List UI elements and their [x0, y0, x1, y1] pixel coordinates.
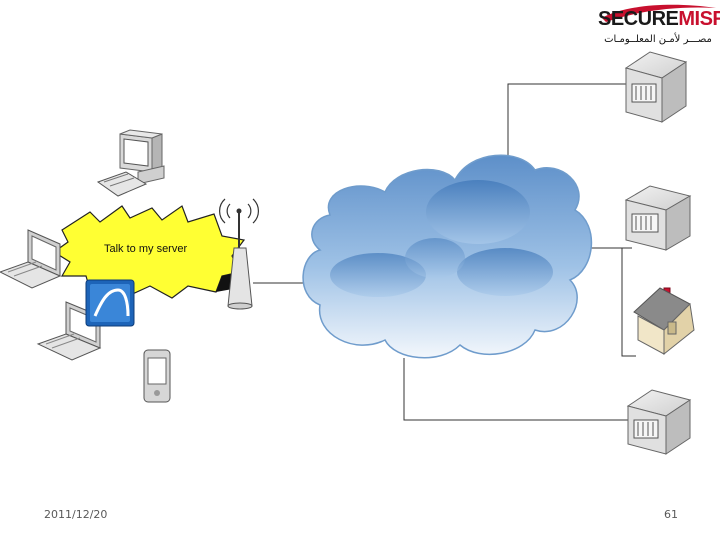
house-icon: [633, 287, 695, 356]
wifi-access-point-icon: [219, 198, 259, 310]
server-icon: [624, 51, 688, 123]
server-icon: [626, 389, 692, 455]
logo-swoosh: [602, 4, 716, 23]
callout-text: Talk to my server: [104, 243, 187, 255]
logo: SECUREMISR مصـــر لأمـن المعلــومـات: [598, 6, 720, 52]
logo-brand: SECUREMISR: [598, 8, 720, 31]
logo-tagline: مصـــر لأمـن المعلــومـات: [604, 34, 712, 45]
internet-cloud-icon: [302, 154, 593, 359]
page-number: 61: [664, 508, 678, 521]
wireshark-fin-icon: [85, 279, 135, 327]
logo-brand-part1: SECURE: [598, 8, 679, 30]
server-icon: [624, 185, 692, 251]
logo-brand-part2: MISR: [678, 8, 720, 30]
pda-icon: [143, 349, 171, 403]
footer-date: 2011/12/20: [44, 508, 108, 521]
laptop-icon: [0, 229, 62, 289]
desktop-computer-icon: [96, 129, 165, 197]
